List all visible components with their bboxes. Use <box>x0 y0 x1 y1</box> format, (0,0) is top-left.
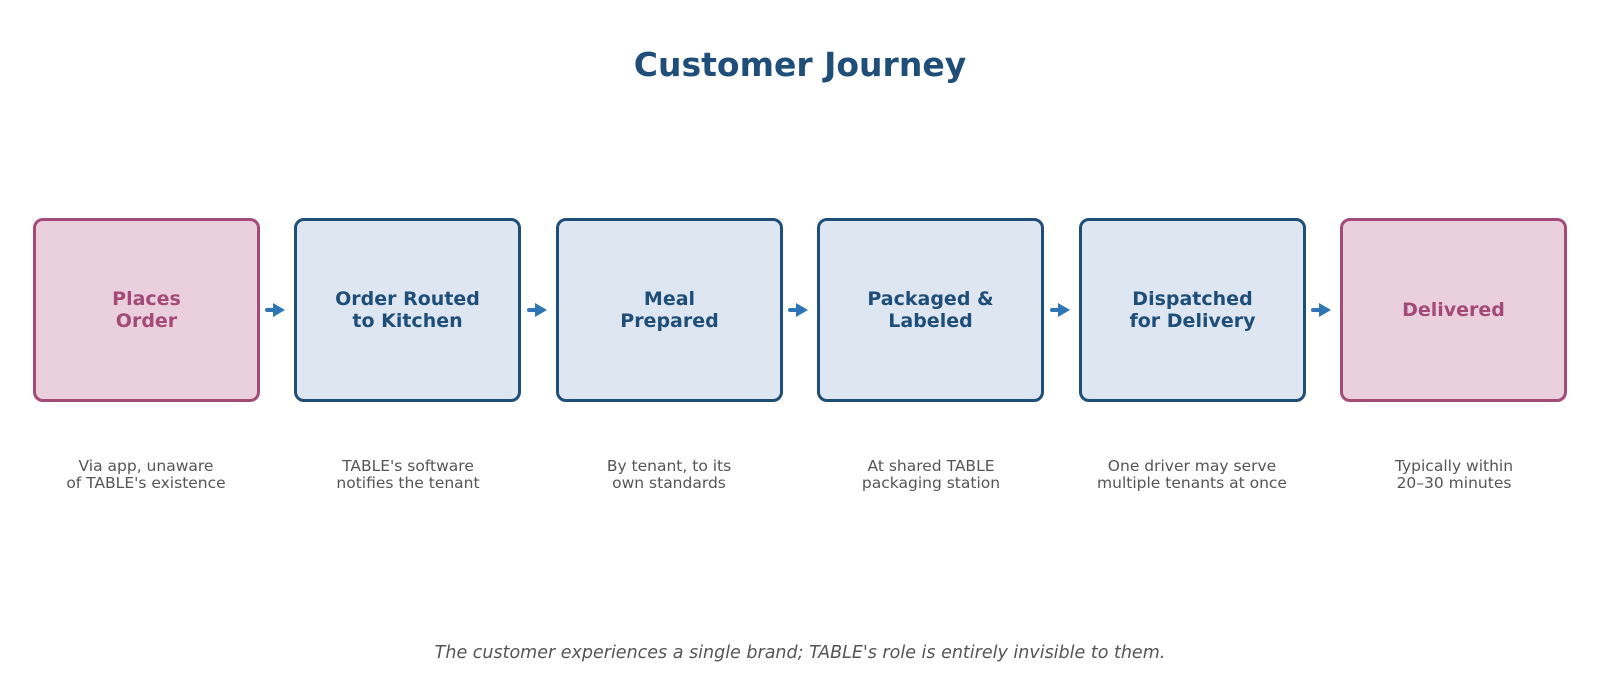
step-description: At shared TABLE packaging station <box>861 457 1001 492</box>
flow-arrow-icon <box>265 303 285 317</box>
step-description: TABLE's software notifies the tenant <box>336 457 480 492</box>
step-places-order: Places Order <box>33 218 260 402</box>
step-description: Via app, unaware of TABLE's existence <box>66 457 226 492</box>
step-label: Meal Prepared <box>620 288 719 332</box>
step-label: Order Routed to Kitchen <box>335 288 480 332</box>
step-meal-prepared: Meal Prepared <box>556 218 783 402</box>
step-label: Dispatched for Delivery <box>1129 288 1256 332</box>
step-label: Places Order <box>112 288 181 332</box>
step-delivered: Delivered <box>1340 218 1567 402</box>
step-description: One driver may serve multiple tenants at… <box>1097 457 1287 492</box>
flow-arrow-icon <box>527 303 547 317</box>
flow-arrow-icon <box>788 303 808 317</box>
step-description: By tenant, to its own standards <box>606 457 732 492</box>
diagram-title: Customer Journey <box>633 45 967 84</box>
step-label: Delivered <box>1402 299 1505 321</box>
flow-arrow-icon <box>1311 303 1331 317</box>
step-dispatched: Dispatched for Delivery <box>1079 218 1306 402</box>
diagram-footnote: The customer experiences a single brand;… <box>434 643 1166 663</box>
flow-arrow-icon <box>1050 303 1070 317</box>
step-packaged: Packaged & Labeled <box>817 218 1044 402</box>
step-description: Typically within 20–30 minutes <box>1394 457 1514 492</box>
step-order-routed: Order Routed to Kitchen <box>294 218 521 402</box>
step-label: Packaged & Labeled <box>867 288 994 332</box>
